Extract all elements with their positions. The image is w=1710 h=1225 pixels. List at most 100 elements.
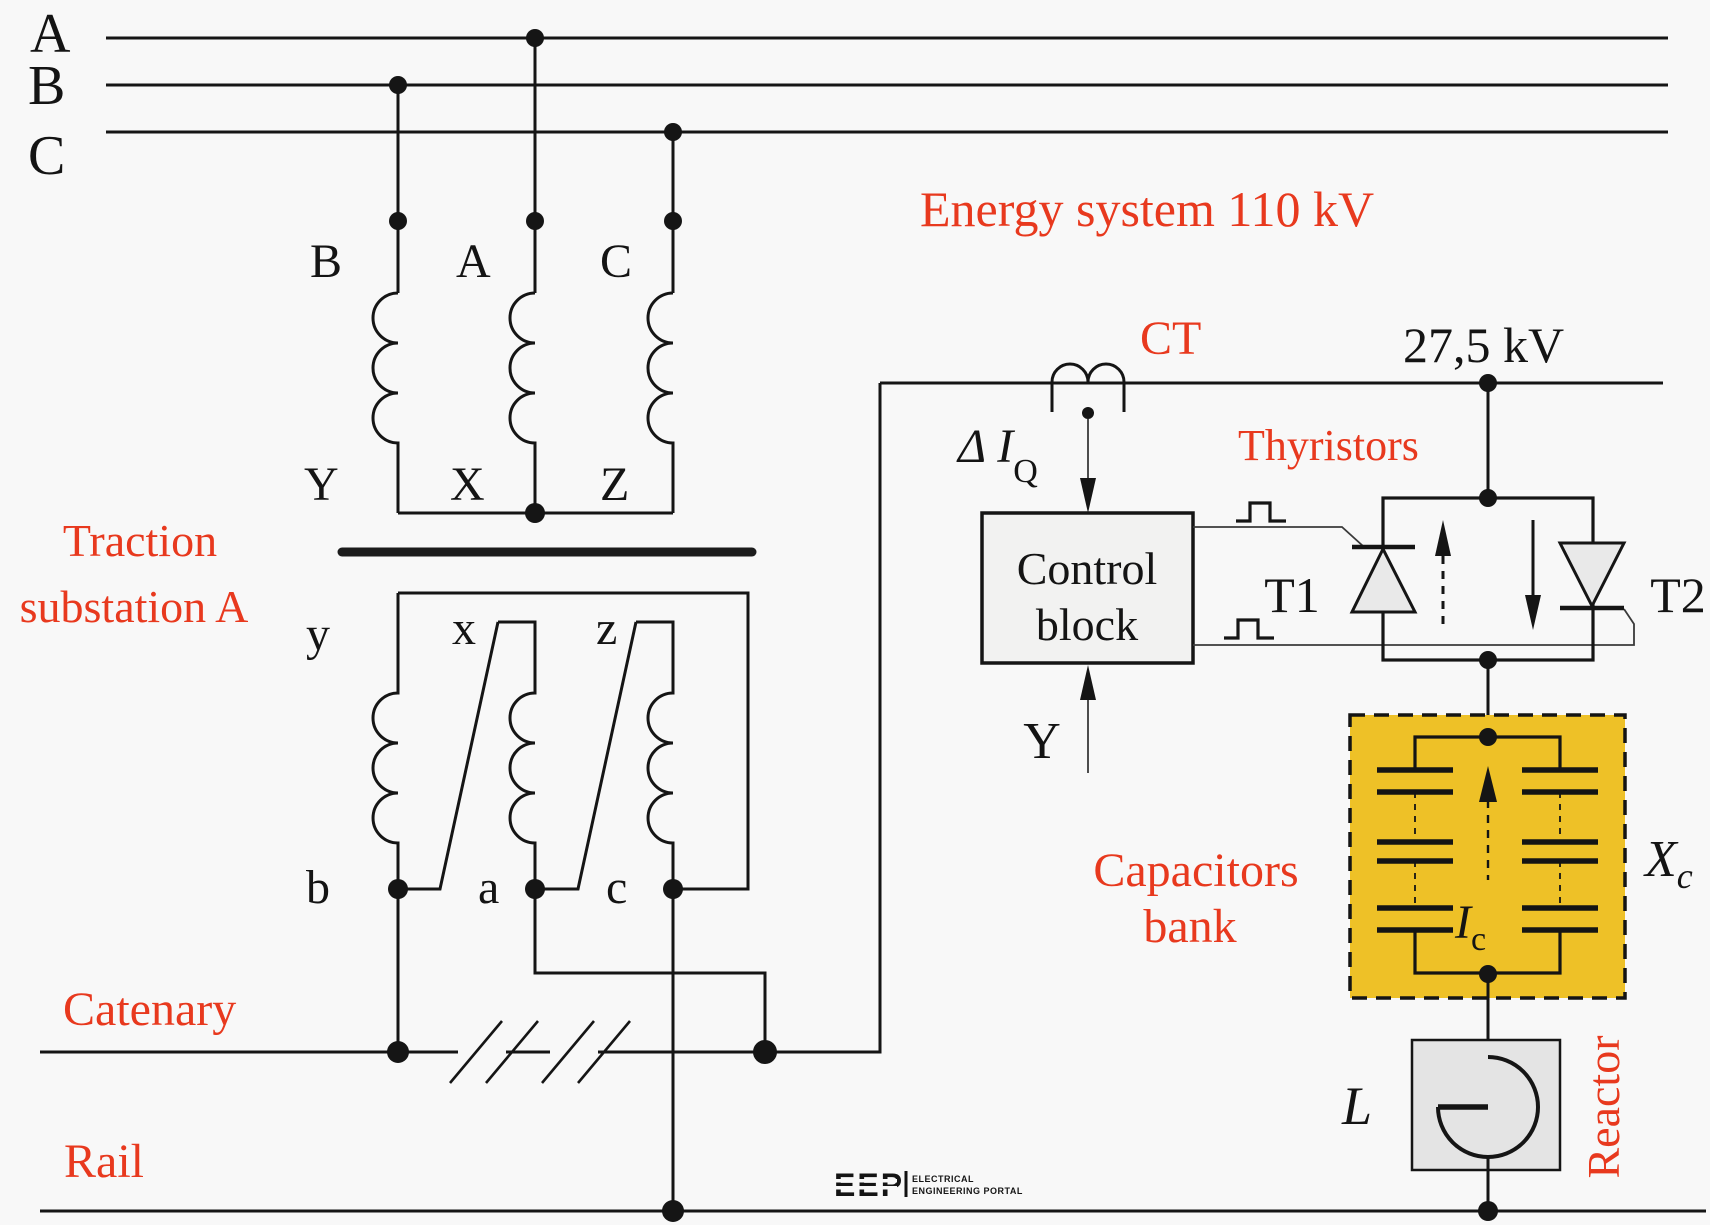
junction-dot bbox=[389, 76, 407, 94]
disconnector-icon-2 bbox=[541, 1020, 631, 1084]
junction-dot bbox=[389, 212, 407, 230]
delta-iq-label: Δ IQ bbox=[956, 420, 1038, 490]
junction-dot bbox=[387, 1041, 409, 1063]
secondary-winding-x bbox=[498, 620, 537, 889]
ic-symbol: I bbox=[1454, 896, 1473, 949]
phase-label-c: C bbox=[28, 125, 65, 187]
junction-dot bbox=[1479, 374, 1497, 392]
junction-dot bbox=[1082, 407, 1094, 419]
junction-dot bbox=[1479, 489, 1497, 507]
phase-label-a: A bbox=[30, 3, 71, 65]
thyristor-t2-icon bbox=[1557, 541, 1627, 611]
inductance-label: L bbox=[1341, 1076, 1372, 1136]
catenary-circuit bbox=[40, 383, 882, 1084]
primary-label-y: Y bbox=[304, 458, 339, 511]
primary-winding-a bbox=[508, 291, 537, 513]
secondary-label-a: a bbox=[478, 861, 499, 914]
ic-arrow bbox=[1479, 766, 1497, 880]
delta-iq-arrow bbox=[1080, 419, 1096, 513]
y-input-arrow bbox=[1080, 665, 1096, 773]
primary-label-x: X bbox=[450, 458, 485, 511]
capacitors-label-line2: bank bbox=[1143, 900, 1236, 953]
catenary-label: Catenary bbox=[63, 983, 236, 1036]
thyristor-t1-icon bbox=[1349, 544, 1418, 614]
eep-logo-stripe bbox=[833, 1179, 897, 1183]
junction-dot bbox=[1479, 728, 1497, 746]
rail-label: Rail bbox=[64, 1135, 144, 1188]
junction-dot bbox=[526, 212, 544, 230]
eep-logo-text: EEP bbox=[834, 1167, 904, 1203]
gate-line-t1 bbox=[1193, 526, 1364, 547]
drop-a-to-catenary bbox=[533, 889, 767, 1052]
t1-label: T1 bbox=[1264, 567, 1320, 623]
gate-line-t2 bbox=[1193, 608, 1635, 646]
control-block bbox=[980, 511, 1195, 665]
secondary-winding-z bbox=[636, 620, 675, 889]
delta-link-a-z bbox=[535, 621, 638, 891]
junction-dot bbox=[1478, 1201, 1498, 1221]
ic-subscript: c bbox=[1471, 921, 1486, 958]
primary-winding-b bbox=[371, 291, 400, 513]
junction-dot bbox=[388, 879, 408, 899]
junction-dot bbox=[753, 1040, 777, 1064]
primary-label-b: B bbox=[310, 235, 342, 288]
capacitor-bank-internal bbox=[1377, 735, 1598, 975]
delta-iq-subscript: Q bbox=[1013, 453, 1038, 490]
primary-label-a: A bbox=[456, 235, 491, 288]
xc-symbol: X bbox=[1643, 831, 1679, 888]
junction-dot bbox=[662, 1200, 684, 1222]
secondary-label-c: c bbox=[606, 861, 627, 914]
junction-dot bbox=[664, 212, 682, 230]
xc-label: Xc bbox=[1643, 831, 1693, 896]
xc-subscript: c bbox=[1677, 856, 1693, 896]
control-block-label1: Control bbox=[1017, 543, 1158, 594]
hv-bus-lines bbox=[106, 36, 1668, 134]
control-block-label2: block bbox=[1036, 599, 1138, 650]
ct-icon bbox=[1050, 362, 1126, 412]
ct-label: CT bbox=[1140, 312, 1201, 365]
y-input-label: Y bbox=[1023, 713, 1061, 770]
junction-dot bbox=[1479, 965, 1497, 983]
secondary-winding-y bbox=[371, 593, 400, 889]
junction-dot bbox=[1479, 651, 1497, 669]
secondary-top-bus bbox=[398, 591, 750, 891]
substation-label-line2: substation A bbox=[20, 581, 249, 632]
secondary-label-b: b bbox=[306, 861, 330, 914]
disconnector-icon-1 bbox=[449, 1020, 539, 1084]
junction-dot bbox=[663, 879, 683, 899]
junction-dot bbox=[525, 503, 545, 523]
feeder-drop-lines bbox=[396, 889, 767, 1211]
secondary-windings bbox=[371, 591, 750, 891]
arrow-down-icon bbox=[1525, 520, 1541, 630]
delta-iq-text: Δ I bbox=[956, 420, 1015, 473]
reactor-coil-icon bbox=[1436, 1055, 1540, 1159]
junction-dot bbox=[664, 123, 682, 141]
junction-dot bbox=[525, 879, 545, 899]
energy-system-title: Energy system 110 kV bbox=[920, 181, 1374, 237]
arrow-up-dashed-icon bbox=[1435, 520, 1451, 630]
eep-tagline-2: ENGINEERING PORTAL bbox=[912, 1186, 1023, 1196]
delta-link-b-x bbox=[398, 621, 500, 891]
ic-label: Ic bbox=[1454, 896, 1486, 958]
pulse-icon-upper bbox=[1236, 501, 1286, 523]
eep-logo-stripe bbox=[833, 1186, 897, 1190]
eep-tagline-1: ELECTRICAL bbox=[912, 1174, 974, 1184]
thyristors-title: Thyristors bbox=[1238, 421, 1419, 470]
feeder-voltage-label: 27,5 kV bbox=[1403, 317, 1564, 373]
capacitor-bank-box bbox=[1348, 713, 1627, 1000]
junction-dot bbox=[526, 29, 544, 47]
thyristor-box bbox=[1381, 496, 1595, 662]
capacitors-label-line1: Capacitors bbox=[1093, 844, 1298, 897]
t2-label: T2 bbox=[1650, 567, 1706, 623]
reactor-label: Reactor bbox=[1578, 1035, 1629, 1178]
primary-label-z: Z bbox=[600, 458, 629, 511]
substation-label-line1: Traction bbox=[63, 515, 217, 566]
secondary-label-x: x bbox=[452, 602, 476, 655]
primary-label-c: C bbox=[600, 235, 632, 288]
eep-logo: EEP ELECTRICAL ENGINEERING PORTAL bbox=[833, 1167, 1023, 1203]
phase-label-b: B bbox=[28, 55, 65, 117]
junction-dots bbox=[387, 29, 1498, 1222]
secondary-label-z: z bbox=[596, 602, 617, 655]
